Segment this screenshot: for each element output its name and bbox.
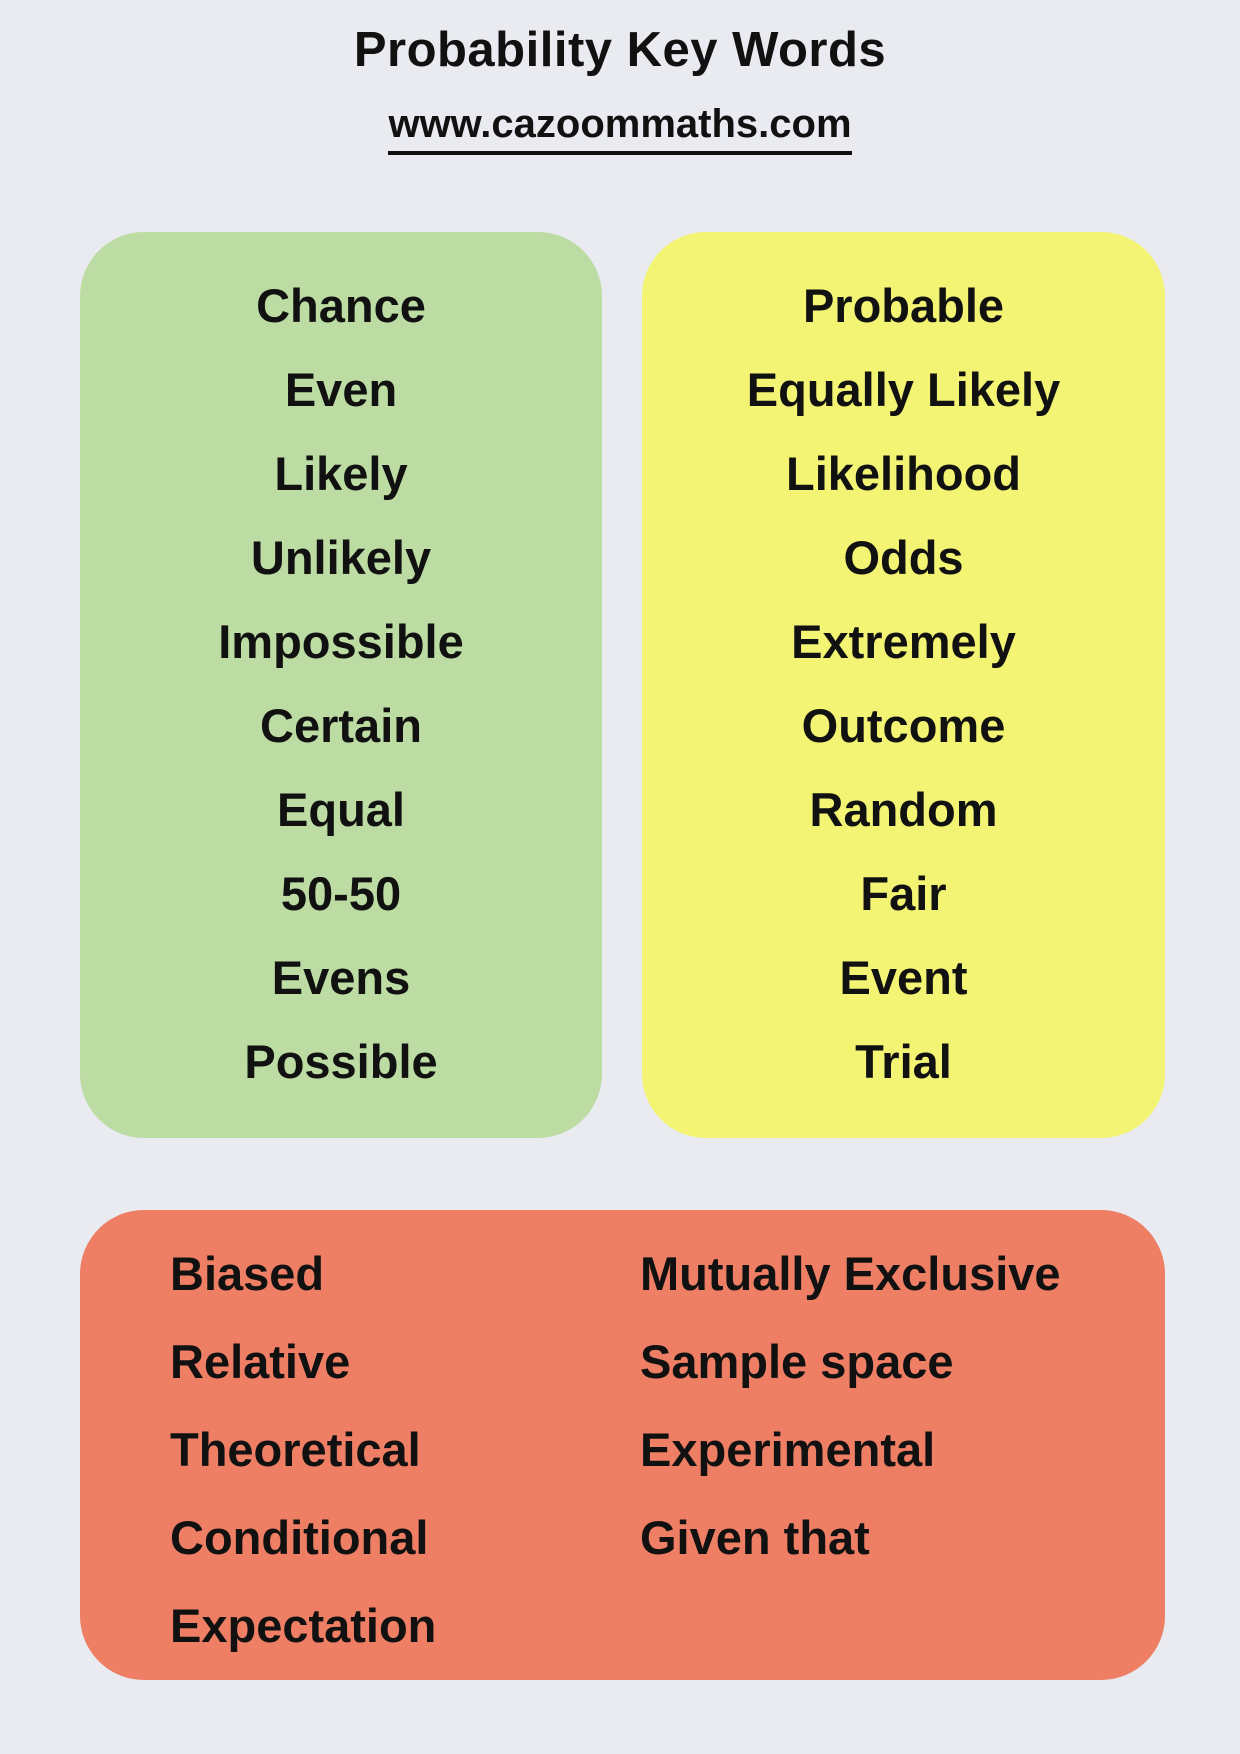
keyword: Expectation [170,1599,437,1652]
keyword: 50-50 [280,867,402,920]
keyword: Odds [843,531,964,584]
keyword: Likelihood [786,447,1021,500]
keyword: Fair [860,867,947,920]
keyword: Conditional [170,1511,429,1564]
keyword: Impossible [218,615,464,668]
keyword: Extremely [791,615,1016,668]
keyword: Random [809,783,998,836]
yellow-word-box: Probable Equally Likely Likelihood Odds … [642,232,1165,1138]
website-link[interactable]: www.cazoommaths.com [388,102,852,155]
keyword: Possible [244,1035,438,1088]
red-word-box: Biased Relative Theoretical Conditional … [80,1210,1165,1680]
keyword: Theoretical [170,1423,421,1476]
green-word-box: Chance Even Likely Unlikely Impossible C… [80,232,602,1138]
keyword: Relative [170,1335,351,1388]
keyword: Trial [855,1035,952,1088]
keyword: Biased [170,1247,325,1300]
keyword: Even [284,363,398,416]
page-title: Probability Key Words [353,23,887,77]
keyword: Unlikely [250,531,432,584]
keyword: Outcome [801,699,1006,752]
keyword: Certain [260,699,422,752]
keyword: Likely [274,447,408,500]
red-box-column-1: Biased Relative Theoretical Conditional … [170,1244,436,1656]
keyword: Event [839,951,968,1004]
keyword: Mutually Exclusive [640,1247,1061,1300]
keyword: Evens [271,951,411,1004]
keyword: Probable [802,279,1005,332]
keyword: Equal [277,783,405,836]
website-link-row: www.cazoommaths.com [0,102,1240,155]
keyword: Equally Likely [746,363,1061,416]
keyword: Given that [640,1511,870,1564]
keyword: Sample space [640,1335,954,1388]
keyword: Chance [256,279,426,332]
keyword: Experimental [640,1423,936,1476]
red-box-column-2: Mutually Exclusive Sample space Experime… [640,1244,1061,1568]
